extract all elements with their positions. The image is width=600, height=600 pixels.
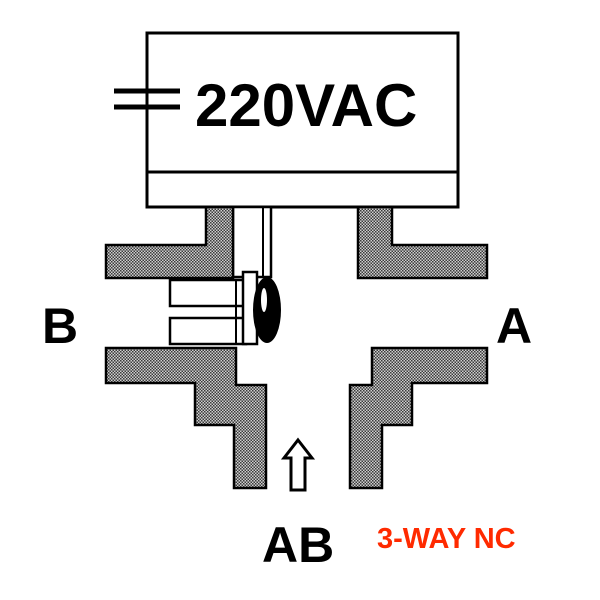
- voltage-label: 220VAC: [195, 72, 417, 139]
- b-port-seat: [168, 278, 248, 346]
- wall-top-right: [356, 205, 489, 280]
- valve-type-label: 3-WAY NC: [377, 523, 516, 555]
- wall-bottom-left: [104, 346, 268, 490]
- wall-bottom-right: [348, 346, 489, 490]
- valve-body: [104, 205, 489, 490]
- actuator-housing: [145, 31, 460, 209]
- plunger-stem: [231, 205, 273, 279]
- port-label-a: A: [496, 298, 532, 354]
- port-label-ab: AB: [262, 517, 334, 573]
- wall-top-left: [104, 205, 235, 280]
- port-label-b: B: [42, 298, 78, 354]
- up-arrow-icon: [280, 437, 316, 492]
- ac-equals-icon: [114, 88, 180, 110]
- seal-disc: [241, 270, 281, 346]
